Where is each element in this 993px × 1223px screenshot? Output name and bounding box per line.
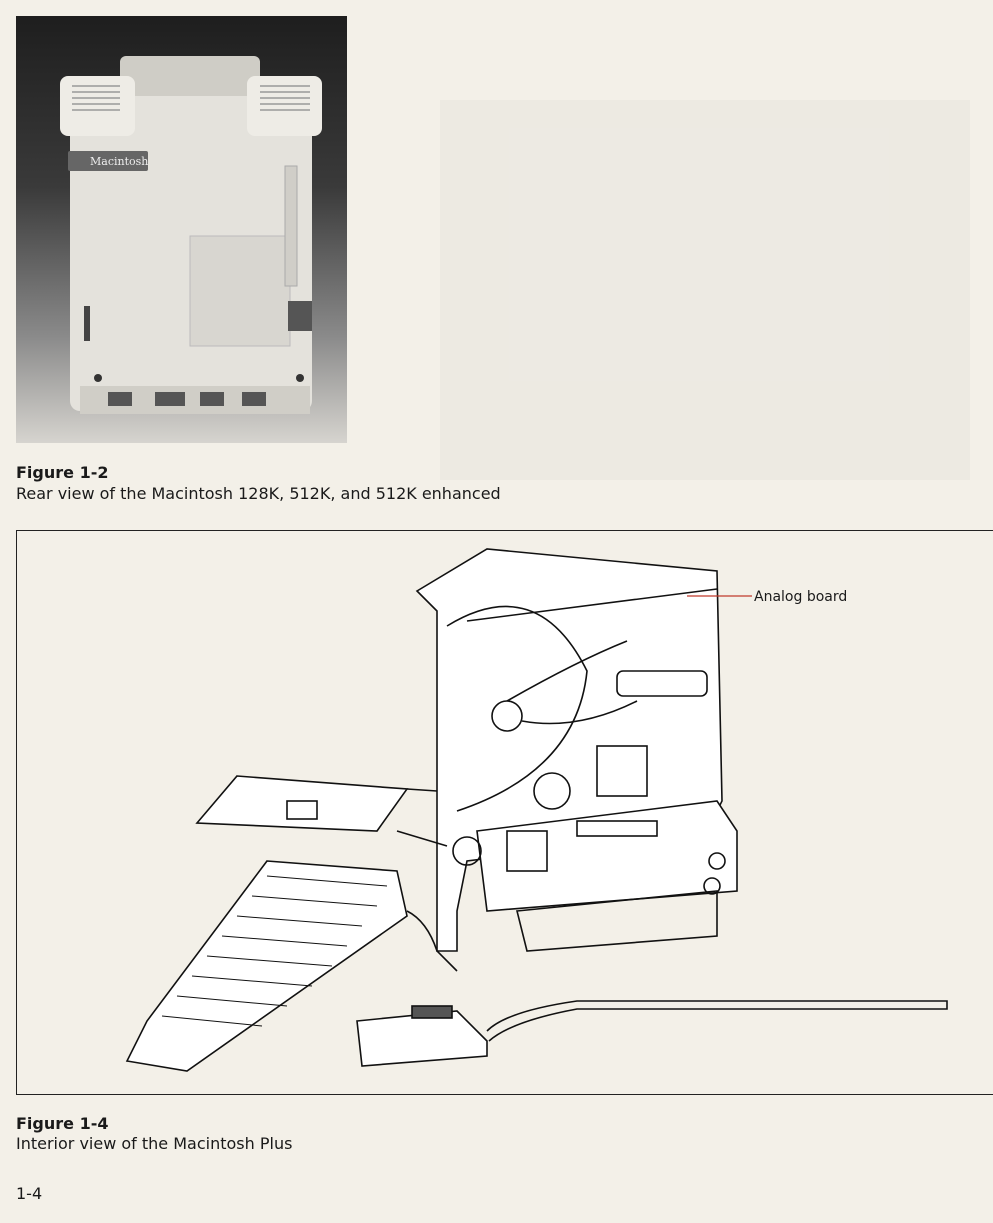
figure-1-4-frame (16, 530, 993, 1095)
figure-1-4-number: Figure 1-4 (16, 1114, 109, 1133)
macintosh-rear-image: Macintosh (60, 56, 322, 414)
figure-1-2-caption: Rear view of the Macintosh 128K, 512K, a… (16, 484, 501, 503)
analog-board-callout: Analog board (754, 589, 848, 605)
interior-view-drawing (125, 548, 948, 1072)
macintosh-badge: Macintosh (90, 155, 148, 168)
bleed-through-text (440, 100, 970, 480)
rear-view-photo: Macintosh (16, 16, 347, 443)
figure-1-2-number: Figure 1-2 (16, 463, 109, 482)
page-number: 1-4 (16, 1184, 43, 1203)
figure-1-4-caption: Interior view of the Macintosh Plus (16, 1134, 293, 1153)
